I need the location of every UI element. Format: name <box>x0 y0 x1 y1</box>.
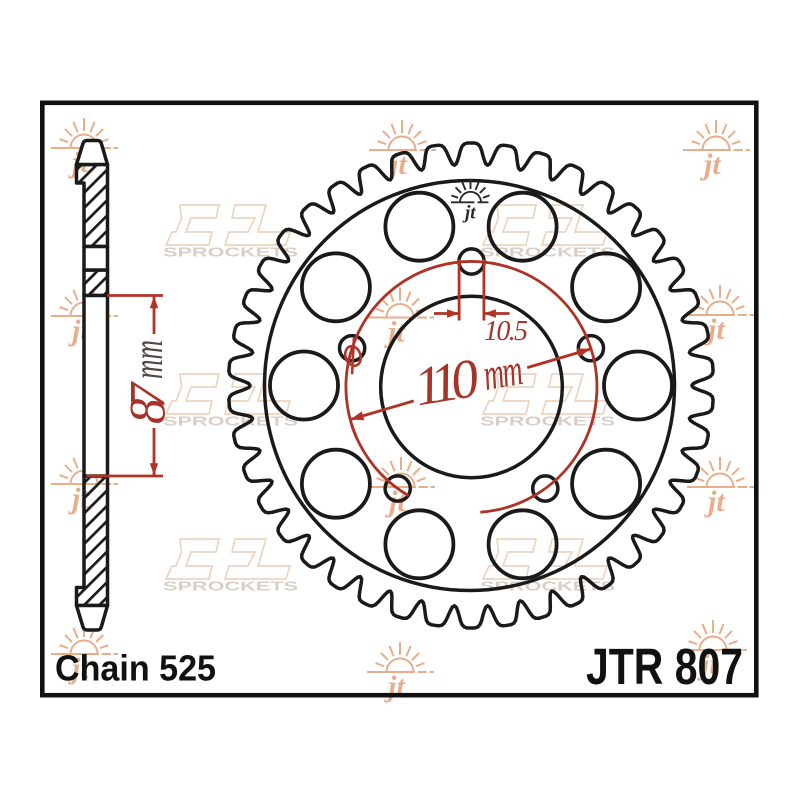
svg-text:10.5: 10.5 <box>484 316 528 347</box>
svg-text:SPROCKETS: SPROCKETS <box>163 245 299 260</box>
svg-text:JTR 807: JTR 807 <box>586 638 743 695</box>
svg-text:Chain 525: Chain 525 <box>55 648 216 689</box>
svg-text:SPROCKETS: SPROCKETS <box>163 414 299 429</box>
svg-text:jt: jt <box>704 485 726 518</box>
svg-text:mm: mm <box>480 346 527 401</box>
svg-text:jt: jt <box>68 652 90 685</box>
svg-text:87: 87 <box>121 381 177 425</box>
svg-text:mm: mm <box>125 340 171 379</box>
svg-text:jt: jt <box>384 316 406 349</box>
svg-text:jt: jt <box>462 203 476 224</box>
svg-text:110: 110 <box>410 347 483 418</box>
svg-text:SPROCKETS: SPROCKETS <box>163 579 299 594</box>
svg-text:jt: jt <box>700 148 722 181</box>
svg-text:jt: jt <box>697 648 719 681</box>
svg-text:jt: jt <box>384 670 406 703</box>
svg-text:SPROCKETS: SPROCKETS <box>480 414 616 429</box>
